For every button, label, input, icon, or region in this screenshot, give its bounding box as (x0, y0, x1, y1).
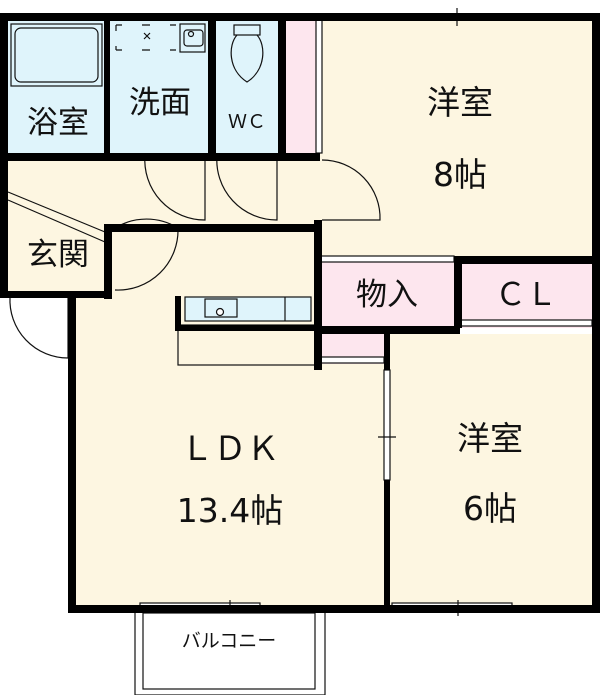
balcony-label: バルコニー (181, 630, 277, 652)
western-room-2-floor (388, 334, 592, 606)
step-lines (7, 191, 106, 243)
balcony-outline (134, 609, 326, 695)
kitchen-counter-icon (177, 296, 319, 366)
entrance-bottom-wall (0, 291, 112, 298)
bathtub-icon (10, 23, 103, 87)
western-room-2-size: 6帖 (463, 489, 517, 528)
room1-bottom-wall (454, 256, 600, 264)
toilet-label: ＷＣ (227, 111, 266, 133)
outer-wall-bottom (68, 605, 600, 613)
wet-area-bottom-wall (0, 153, 320, 161)
entrance-label: 玄関 (27, 237, 89, 273)
wc-shaft-divider (278, 20, 286, 160)
ldk-label: ＬＤＫ (180, 429, 280, 468)
ldk-size: 13.4帖 (176, 491, 284, 530)
washroom-label: 洗面 (129, 85, 191, 121)
outer-wall-right (592, 13, 600, 613)
toilet-icon (230, 24, 264, 83)
wash-wc-divider (208, 20, 216, 153)
entrance-right-wall (104, 224, 112, 299)
kitchen-side-wall (175, 296, 181, 331)
closet-label: ＣＬ (495, 277, 557, 313)
western-room-1-size: 8帖 (433, 155, 487, 194)
storage-closet-divider (454, 256, 462, 328)
room2-left-wall (384, 330, 390, 370)
bath-label: 浴室 (27, 105, 89, 141)
outer-wall-top (0, 13, 600, 21)
western-room-1-label: 洋室 (427, 83, 493, 122)
storage-label: 物入 (356, 277, 418, 313)
kitchen-wall (175, 325, 320, 331)
closet-floor (460, 262, 592, 328)
hall-ldk-wall (105, 224, 320, 232)
western-room-2-label: 洋室 (457, 419, 523, 458)
toilet-floor (216, 20, 278, 153)
ldk-left-wall (68, 294, 76, 613)
washer-sink-icon (115, 23, 206, 53)
room2-left-wall-lower (384, 480, 390, 610)
washroom-floor (110, 20, 210, 153)
bath-wash-divider (104, 20, 110, 153)
storage-floor (320, 262, 454, 328)
pipe-shaft-floor (286, 20, 316, 153)
hall-floor (8, 160, 320, 228)
room1-left-wall (314, 220, 322, 370)
